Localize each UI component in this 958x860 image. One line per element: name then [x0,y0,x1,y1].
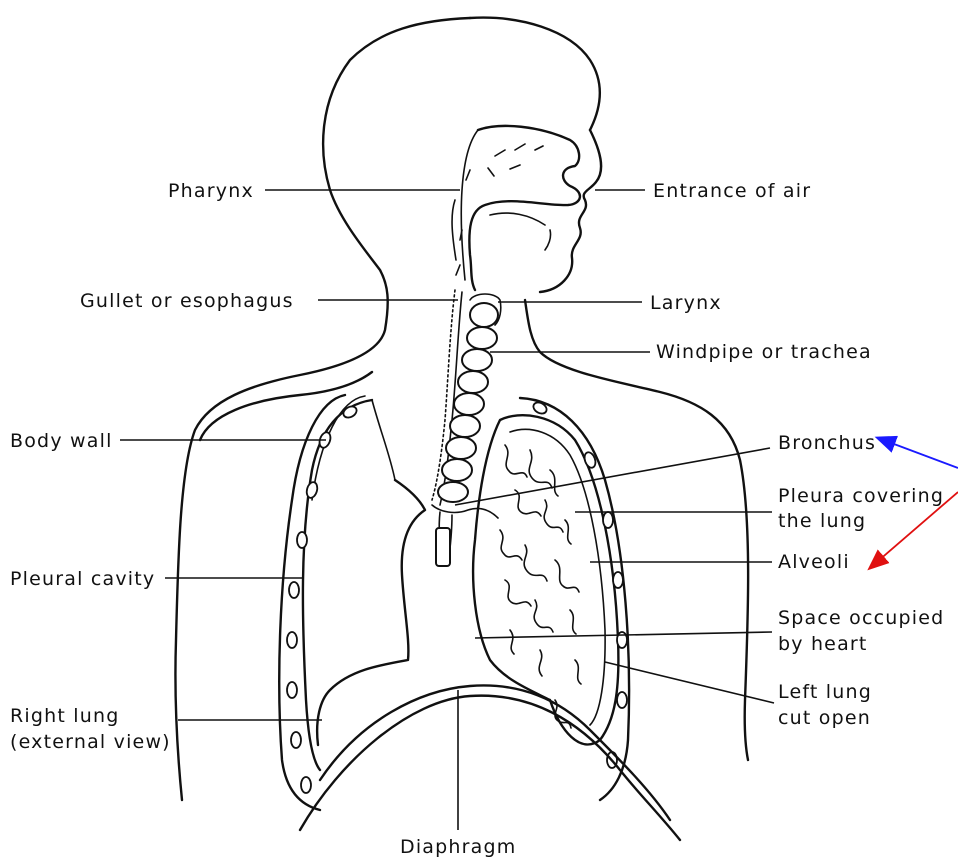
label-space-line1: Space occupied [778,607,944,629]
label-diaphragm: Diaphragm [400,836,516,858]
label-pleura-line1: Pleura covering [778,485,944,507]
label-larynx: Larynx [650,292,722,314]
left-lung [473,398,629,800]
trachea [432,294,501,566]
label-right-lung-line1: Right lung [10,705,120,727]
label-space-line2: by heart [778,633,868,655]
label-body-wall: Body wall [10,430,113,452]
label-bronchus: Bronchus [778,432,876,454]
label-alveoli: Alveoli [778,551,850,573]
blue-arrow [878,438,958,468]
leader-lines [120,190,774,830]
nasal-cavity [452,126,580,290]
label-right-lung-line2: (external view) [10,731,171,753]
label-windpipe: Windpipe or trachea [656,341,872,363]
label-entrance-of-air: Entrance of air [653,180,811,202]
label-gullet: Gullet or esophagus [80,290,294,312]
right-lung [279,395,425,810]
label-left-lung-line2: cut open [778,707,871,729]
label-pleura-line2: the lung [778,510,866,532]
label-pleural-cavity: Pleural cavity [10,568,155,590]
leader-bronchus [455,448,770,505]
label-left-lung-line1: Left lung [778,681,872,703]
label-pharynx: Pharynx [168,180,254,202]
airflow-arrows [460,150,520,240]
leader-left-lung [605,662,774,703]
